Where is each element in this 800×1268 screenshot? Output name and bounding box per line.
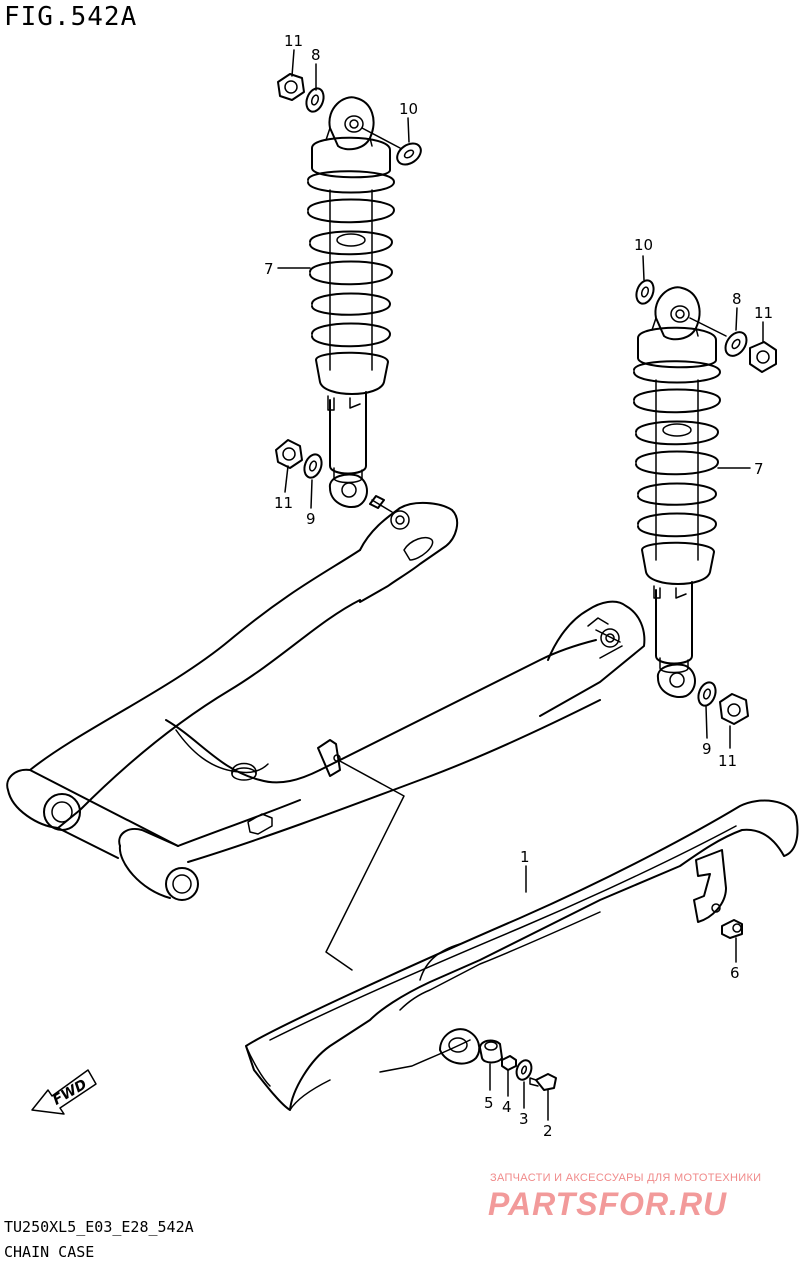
section-name: CHAIN CASE [4,1243,95,1261]
watermark-tagline: ЗАПЧАСТИ И АКСЕССУАРЫ ДЛЯ МОТОТЕХНИКИ [490,1172,762,1184]
chain-case[interactable] [245,799,799,1111]
left-washer-10[interactable] [393,139,425,169]
right-top-washer-8[interactable] [721,328,751,360]
figure-title: FIG.542A [4,2,138,32]
callout-11-left-bottom: 11 [274,494,293,512]
watermark-logo: PARTSFOR.RU [488,1186,728,1222]
fwd-label: FWD [50,1076,90,1108]
bolt-6[interactable] [721,919,743,939]
callout-2: 2 [543,1122,553,1140]
callout-7-right: 7 [754,460,764,478]
callout-7-left: 7 [264,260,274,278]
left-top-washer-8[interactable] [303,86,326,114]
left-top-nut[interactable] [277,73,305,101]
callout-1-chain-case: 1 [520,848,530,866]
callout-8-right: 8 [732,290,742,308]
right-bottom-washer-9[interactable] [695,680,718,708]
right-top-nut[interactable] [749,341,777,373]
callout-9-right: 9 [702,740,712,758]
left-bottom-washer-9[interactable] [301,452,324,480]
bush-4[interactable] [501,1055,517,1071]
right-washer-10[interactable] [633,278,656,306]
callout-11-right-bottom: 11 [718,752,737,770]
callout-3: 3 [519,1110,529,1128]
collar-5[interactable] [479,1039,503,1064]
callout-11-left-top: 11 [284,32,303,50]
callout-4: 4 [502,1098,512,1116]
callout-5: 5 [484,1094,494,1112]
callout-9-left: 9 [306,510,316,528]
callouts: 11 8 10 7 11 9 10 8 11 7 9 11 1 [264,32,773,1140]
callout-11-right-top: 11 [754,304,773,322]
callout-8-left: 8 [311,46,321,64]
callout-10-right: 10 [634,236,653,254]
model-code: TU250XL5_E03_E28_542A [4,1218,194,1236]
left-shock-absorber[interactable] [307,96,395,508]
swingarm [6,495,646,901]
right-shock-absorber[interactable] [633,286,721,698]
callout-6: 6 [730,964,740,982]
fwd-arrow-icon: FWD [31,1069,97,1115]
washer-3[interactable] [514,1058,534,1082]
assembly-leader-line [325,759,405,971]
bolt-2[interactable] [529,1073,557,1091]
left-bottom-nut[interactable] [275,439,303,469]
callout-10-left: 10 [399,100,418,118]
right-bottom-nut[interactable] [719,693,749,725]
